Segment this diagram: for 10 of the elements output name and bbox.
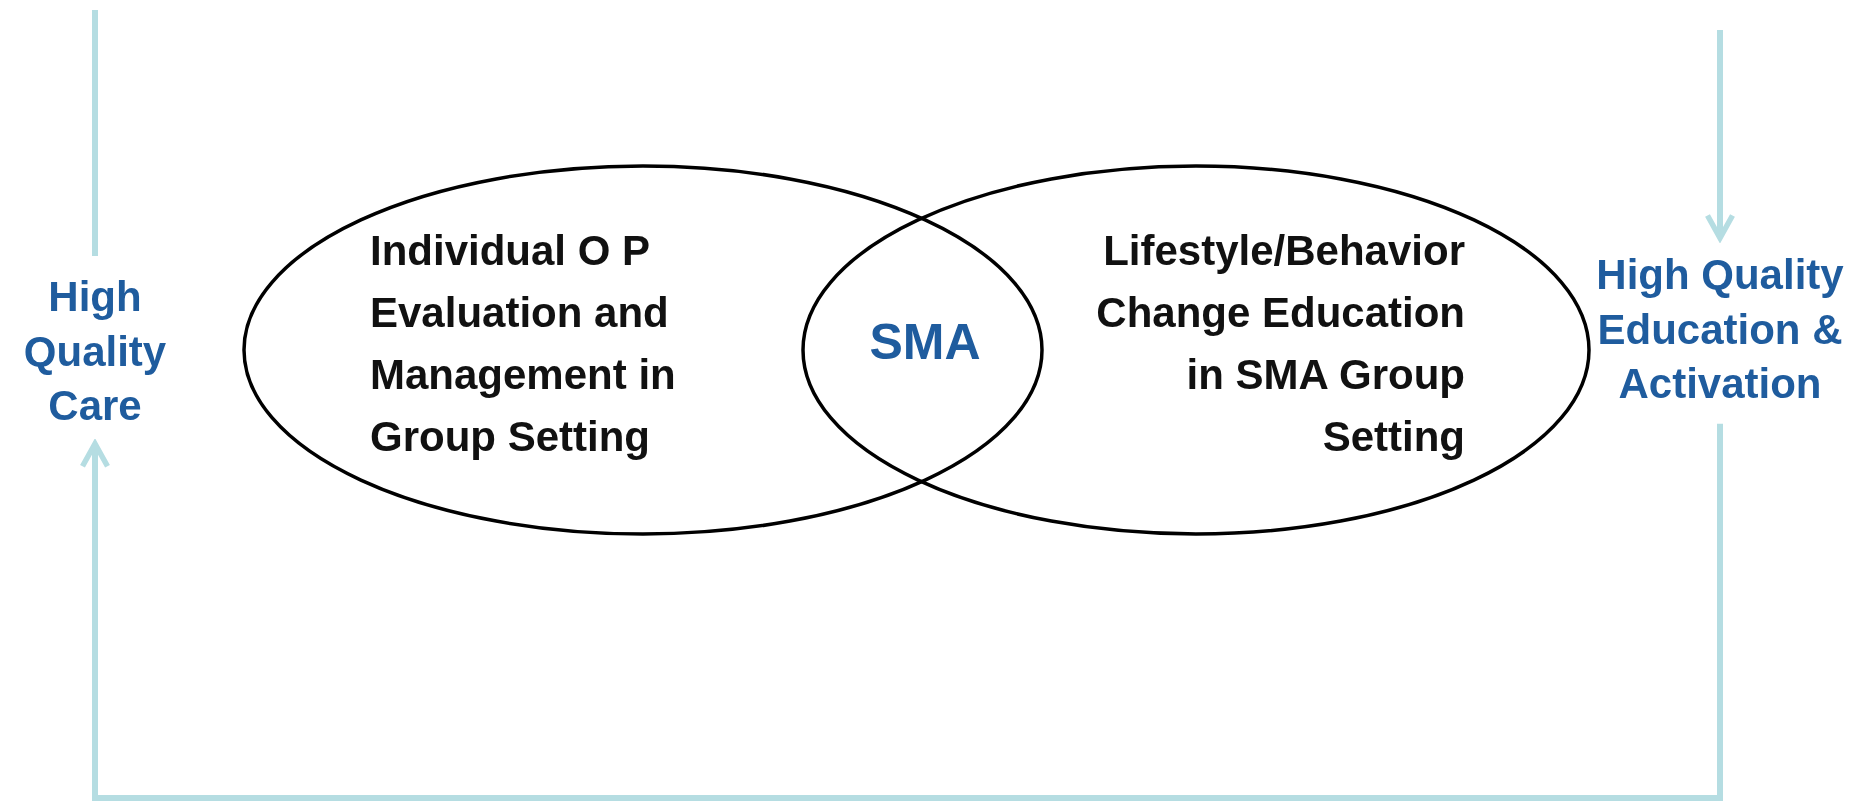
arrow xyxy=(1704,30,1736,241)
ellipse-text: Lifestyle/Behavior Change Education in SMA Group Setting xyxy=(1095,226,1465,462)
venn-ellipse xyxy=(242,164,1044,536)
ellipse-text: Individual O P Evaluation and Management in Group Setting xyxy=(370,226,677,462)
arrow xyxy=(79,423,1723,801)
venn-ellipse xyxy=(801,164,1591,536)
connector-line xyxy=(92,10,98,256)
overlap-label: SMA xyxy=(868,313,982,372)
outcome-label: High Quality Care xyxy=(22,272,168,432)
outcome-label: High Quality Education & Activation xyxy=(1595,250,1845,410)
